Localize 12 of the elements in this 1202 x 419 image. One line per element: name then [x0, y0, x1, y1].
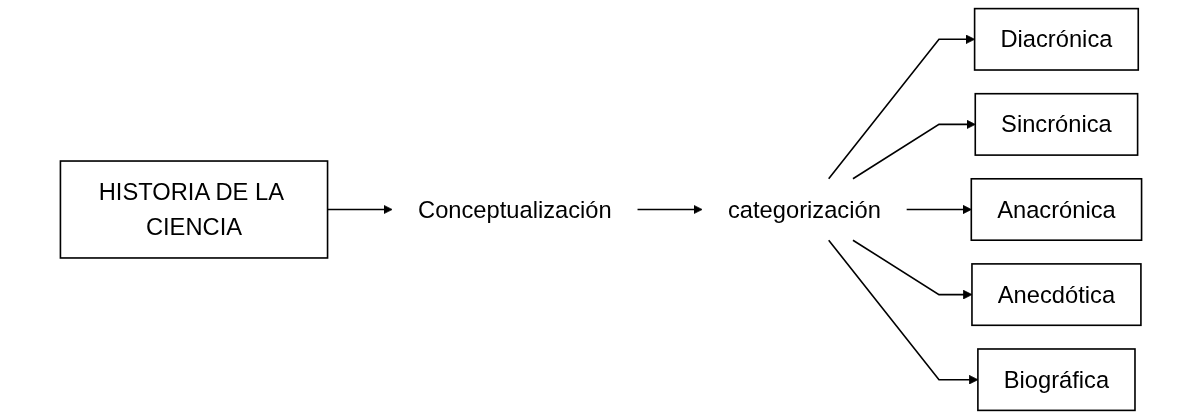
- arrow: [905, 204, 972, 215]
- arrow: [852, 119, 976, 180]
- arrow: [636, 204, 703, 215]
- node-box: Sincrónica: [974, 92, 1139, 156]
- node-box: Anacrónica: [970, 178, 1143, 241]
- arrow: [827, 34, 976, 180]
- node-text: Conceptualización: [418, 196, 612, 223]
- node-text: categorización: [728, 196, 881, 223]
- node-box: Diacrónica: [973, 7, 1140, 71]
- node-box: HISTORIA DE LA CIENCIA: [59, 160, 329, 259]
- node-box: Anecdótica: [971, 263, 1142, 327]
- node-box: Biográfica: [977, 348, 1136, 412]
